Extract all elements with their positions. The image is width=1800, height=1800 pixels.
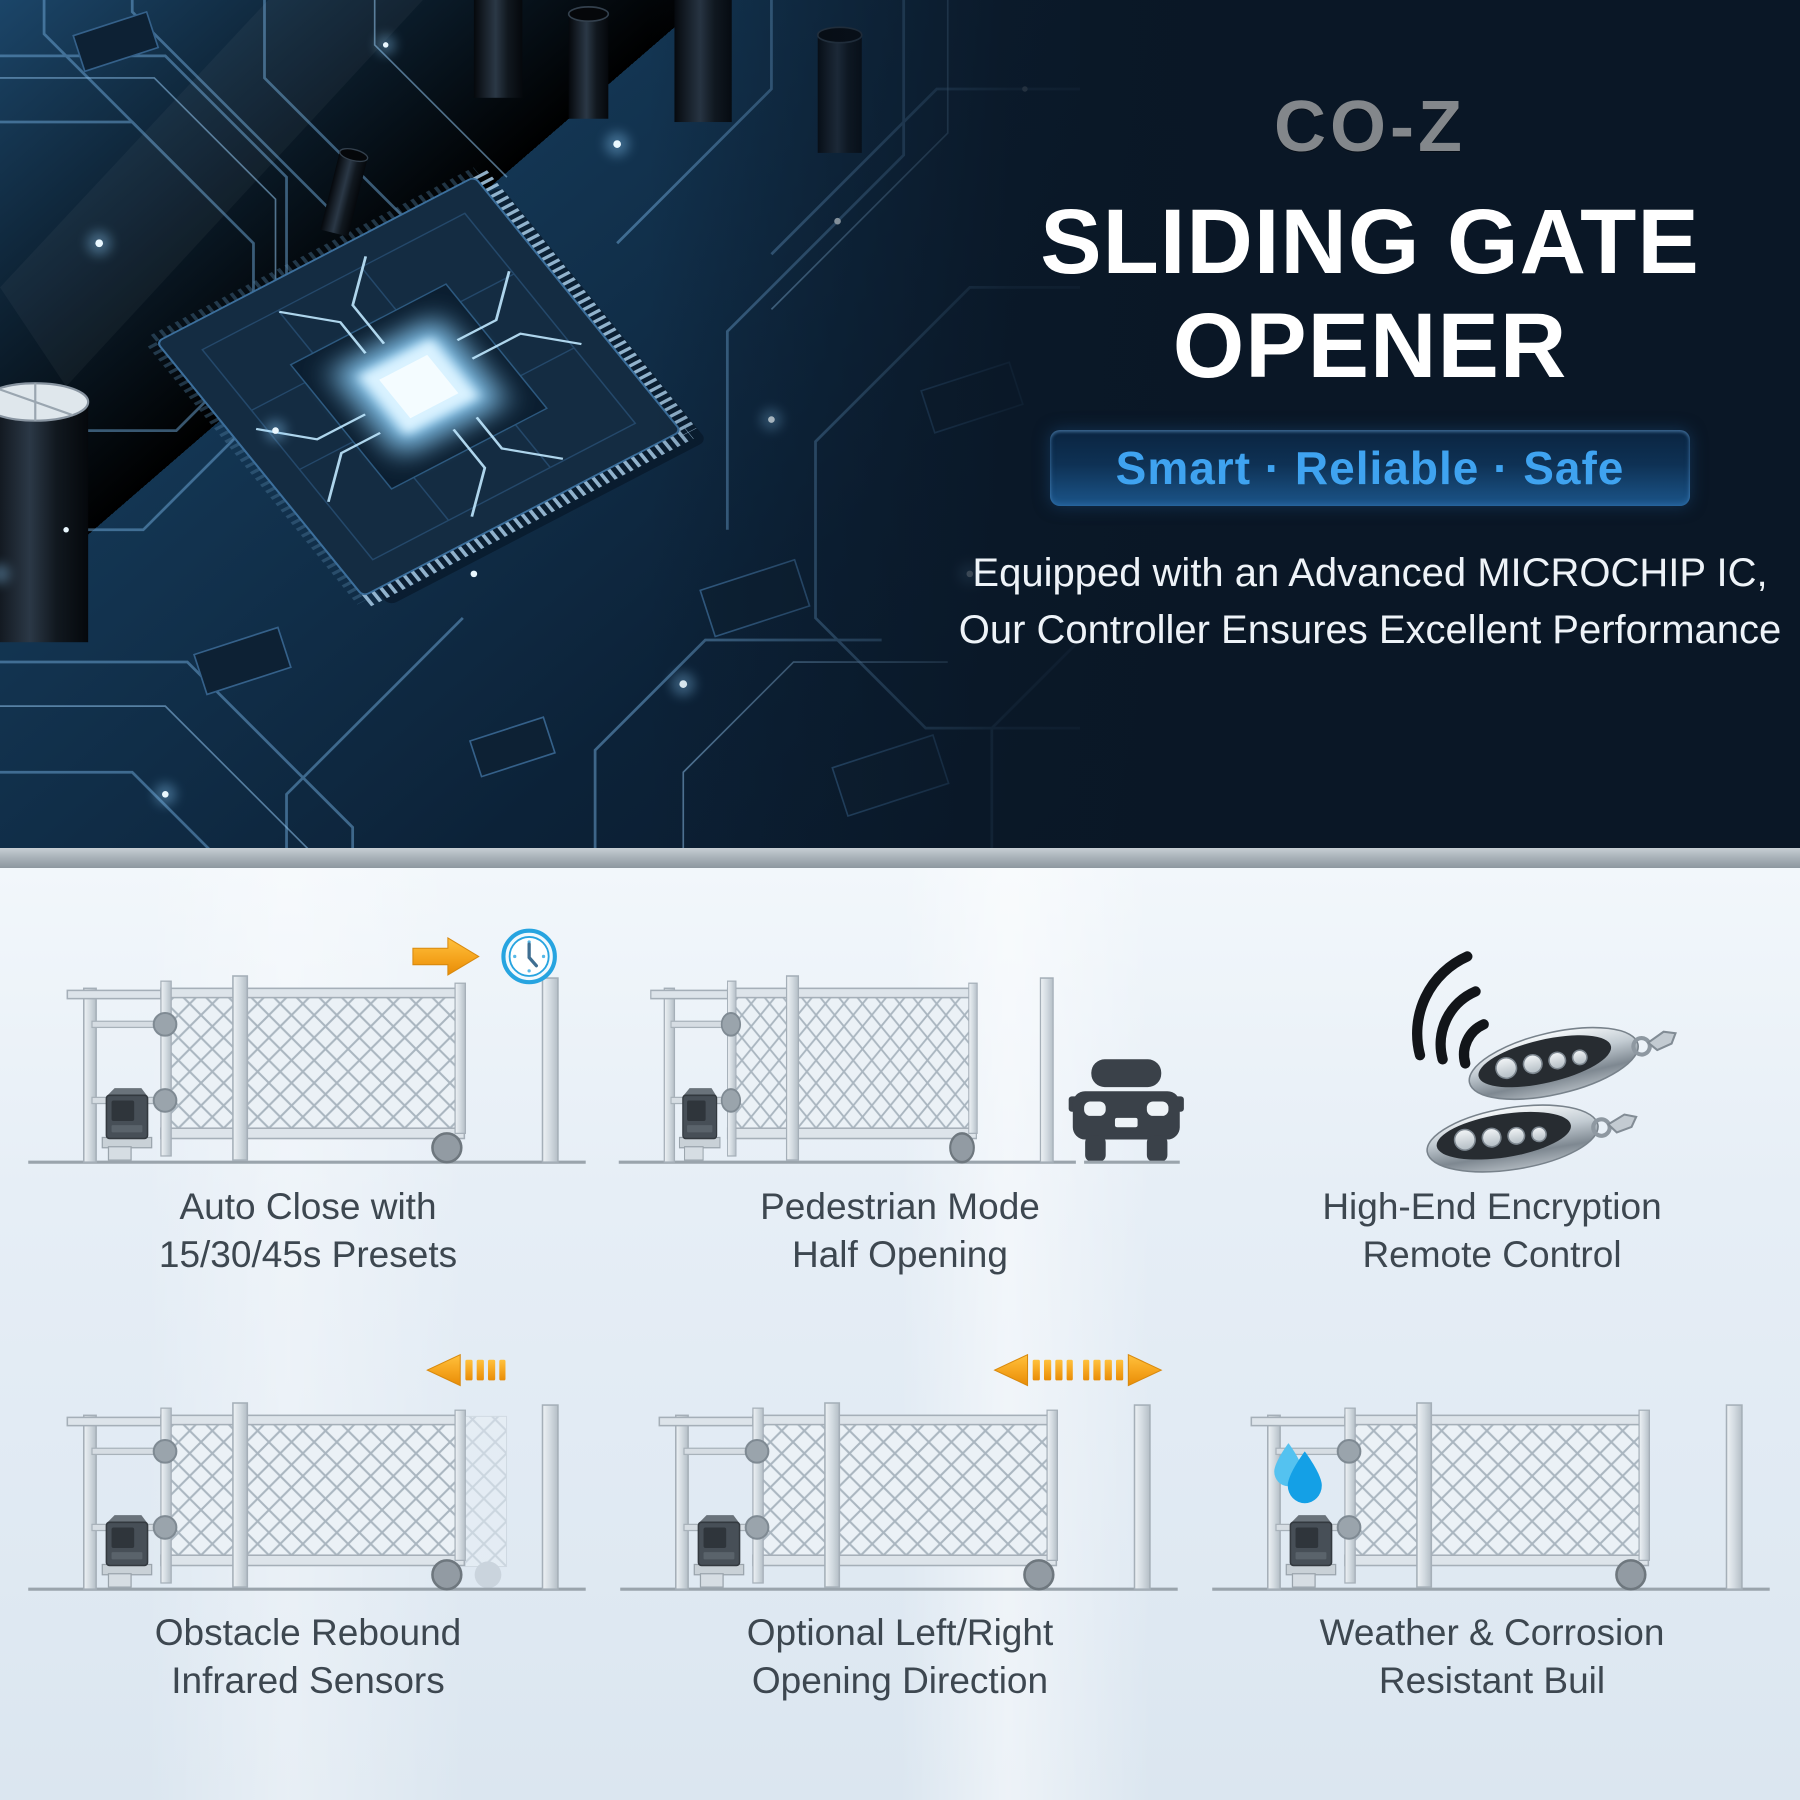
feature-tile-auto-close: Auto Close with 15/30/45s Presets (20, 868, 596, 1279)
brand-logo: CO-Z (1274, 87, 1466, 167)
caption-line: Optional Left/Right (746, 1612, 1054, 1654)
feature-caption: Optional Left/Right Opening Direction (747, 1609, 1053, 1705)
feature-caption: High-End Encryption Remote Control (1322, 1183, 1661, 1279)
timer-clock-icon (503, 931, 554, 982)
left-arrow-icon (426, 1353, 506, 1386)
gate-illustration-weather (1210, 1401, 1772, 1591)
subtitle-line-1: Equipped with an Advanced MICROCHIP IC, (972, 551, 1768, 595)
feature-tile-remote-control: High-End Encryption Remote Control (1204, 868, 1780, 1279)
caption-line: Infrared Sensors (171, 1660, 445, 1702)
left-arrow-icon (994, 1353, 1074, 1386)
feature-tile-pedestrian-mode: Pedestrian Mode Half Opening (612, 868, 1188, 1279)
section-divider (0, 848, 1800, 868)
caption-line: High-End Encryption (1322, 1185, 1662, 1227)
caption-line: Resistant Buil (1378, 1660, 1606, 1702)
feature-tile-weather-resistant: Weather & Corrosion Resistant Buil (1204, 1295, 1780, 1706)
right-arrow-icon (412, 937, 480, 976)
feature-caption: Pedestrian Mode Half Opening (760, 1183, 1040, 1279)
feature-caption: Obstacle Rebound Infrared Sensors (155, 1609, 461, 1705)
caption-line: Obstacle Rebound (154, 1612, 462, 1654)
hero-text-block: CO-Z SLIDING GATE OPENER Smart · Reliabl… (950, 0, 1790, 659)
features-section: Auto Close with 15/30/45s Presets Pedest… (0, 868, 1800, 1800)
caption-line: Opening Direction (751, 1660, 1049, 1702)
tagline-band: Smart · Reliable · Safe (1050, 430, 1690, 506)
subtitle-line-2: Our Controller Ensures Excellent Perform… (958, 608, 1782, 652)
features-grid: Auto Close with 15/30/45s Presets Pedest… (0, 868, 1800, 1705)
feature-tile-obstacle-rebound: Obstacle Rebound Infrared Sensors (20, 1295, 596, 1706)
title-line-1: SLIDING GATE (1040, 191, 1700, 293)
ghost-gate-position (464, 1415, 508, 1588)
title-line-2: OPENER (1172, 295, 1568, 397)
page-title: SLIDING GATE OPENER (950, 190, 1790, 398)
caption-line: Pedestrian Mode (760, 1185, 1040, 1227)
caption-line: Auto Close with (179, 1185, 437, 1227)
wireless-remote-icon (1417, 956, 1683, 1176)
caption-line: Weather & Corrosion (1319, 1612, 1665, 1654)
caption-line: Half Opening (792, 1233, 1008, 1275)
caption-line: 15/30/45s Presets (158, 1233, 458, 1275)
feature-caption: Weather & Corrosion Resistant Buil (1320, 1609, 1665, 1705)
caption-line: Remote Control (1362, 1233, 1622, 1275)
car-icon (1068, 1059, 1184, 1163)
circuit-board-art (0, 0, 1080, 848)
remote-control-illustration (1204, 868, 1780, 1177)
right-arrow-icon (1082, 1353, 1162, 1386)
feature-tile-opening-direction: Optional Left/Right Opening Direction (612, 1295, 1188, 1706)
gate-illustration-pedestrian (617, 974, 1184, 1164)
gate-illustration-direction (618, 1353, 1180, 1591)
gate-illustration-auto-close (26, 868, 588, 1164)
hero-subtitle: Equipped with an Advanced MICROCHIP IC, … (950, 545, 1790, 659)
feature-caption: Auto Close with 15/30/45s Presets (159, 1183, 457, 1279)
tagline-text: Smart · Reliable · Safe (1115, 442, 1625, 494)
gate-illustration-rebound (26, 1353, 588, 1591)
hero-banner: CO-Z SLIDING GATE OPENER Smart · Reliabl… (0, 0, 1800, 848)
